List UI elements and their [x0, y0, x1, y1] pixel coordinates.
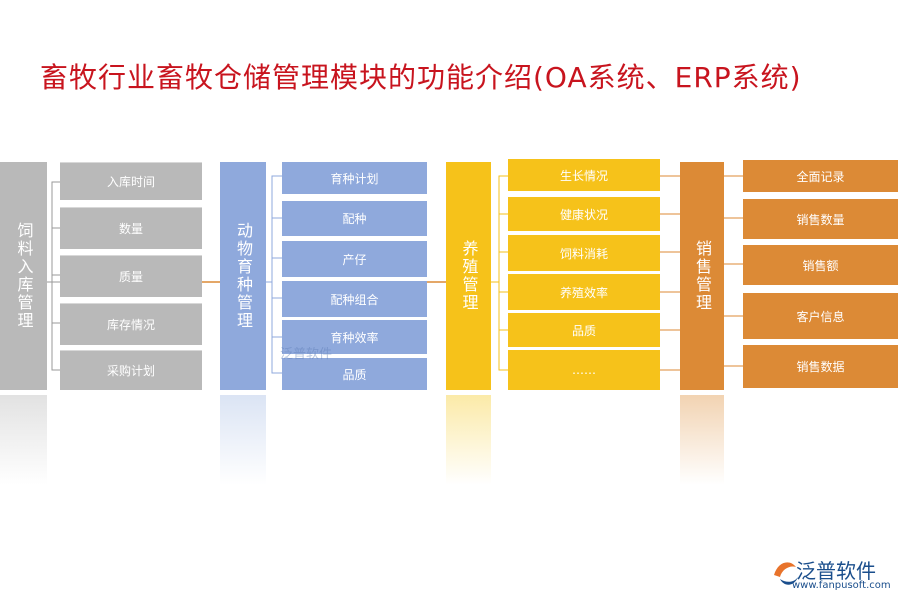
item-label: 育种效率 — [330, 330, 379, 345]
item-label: 品质 — [342, 367, 367, 382]
item-label: 入库时间 — [106, 175, 155, 189]
breeding-item-mating: 配种 — [282, 201, 427, 236]
item-label: 养殖效率 — [559, 285, 608, 300]
fanpu-logo-icon — [774, 562, 798, 585]
breeding-item-farrowing: 产仔 — [282, 241, 427, 277]
item-label: 质量 — [118, 270, 143, 284]
feed-item-purchase-plan: 采购计划 — [60, 350, 202, 390]
feed-item-quality: 质量 — [60, 255, 202, 297]
watermark-text: 泛普软件 — [280, 347, 333, 362]
farming-item-feed-consumption: 饲料消耗 — [508, 235, 660, 271]
farming-item-quality: 品质 — [508, 313, 660, 347]
item-label: 库存情况 — [106, 318, 155, 332]
item-label: 销售额 — [802, 258, 839, 273]
breeding-item-mating-combo: 配种组合 — [282, 281, 427, 317]
item-label: 生长情况 — [559, 168, 608, 183]
item-label: 饲料消耗 — [559, 246, 608, 261]
module-reflection — [220, 395, 266, 485]
module-label: 养殖管理 — [459, 240, 479, 312]
farming-item-growth: 生长情况 — [508, 159, 660, 191]
module-label: 饲料入库管理 — [14, 222, 34, 330]
farming-item-health: 健康状况 — [508, 197, 660, 231]
item-label: 客户信息 — [796, 309, 845, 324]
module-reflection — [446, 395, 491, 485]
breeding-item-plan: 育种计划 — [282, 162, 427, 194]
feed-item-inventory: 库存情况 — [60, 303, 202, 345]
module-label: 动物育种管理 — [234, 222, 253, 330]
page-title: 畜牧行业畜牧仓储管理模块的功能介绍(OA系统、ERP系统) — [40, 61, 802, 94]
item-label: 健康状况 — [559, 207, 608, 222]
item-label: 销售数量 — [796, 212, 845, 227]
feed-item-quantity: 数量 — [60, 207, 202, 249]
item-label: 全面记录 — [796, 169, 845, 184]
sales-item-revenue: 销售额 — [743, 245, 898, 285]
item-label: 数量 — [118, 222, 143, 236]
sales-item-customer-info: 客户信息 — [743, 293, 898, 339]
sales-item-full-record: 全面记录 — [743, 160, 898, 192]
item-label: 品质 — [571, 323, 596, 338]
item-label: 育种计划 — [330, 171, 379, 186]
item-label: 销售数据 — [796, 360, 845, 374]
item-label: 采购计划 — [106, 364, 155, 378]
farming-item-more: …… — [508, 350, 660, 390]
farming-item-efficiency: 养殖效率 — [508, 274, 660, 310]
module-farming: 养殖管理 — [446, 162, 491, 390]
module-animal-breeding: 动物育种管理 — [220, 162, 266, 390]
item-label: 配种组合 — [330, 292, 379, 307]
sales-item-sales-data: 销售数据 — [743, 345, 898, 388]
feed-item-inbound-time: 入库时间 — [60, 162, 202, 200]
module-label: 销售管理 — [693, 240, 712, 312]
item-label: 配种 — [342, 212, 367, 226]
logo-name: 泛普软件 — [796, 559, 876, 583]
module-sales: 销售管理 — [680, 162, 724, 390]
sales-item-quantity: 销售数量 — [743, 199, 898, 239]
breeding-item-quality: 品质 — [282, 358, 427, 390]
module-reflection — [680, 395, 724, 485]
logo-url: www.fanpusoft.com — [792, 580, 891, 591]
item-label: …… — [572, 363, 596, 377]
module-feed-inbound: 饲料入库管理 — [0, 162, 47, 390]
breeding-item-efficiency: 育种效率 — [282, 320, 427, 354]
module-reflection — [0, 395, 47, 485]
item-label: 产仔 — [342, 252, 367, 267]
